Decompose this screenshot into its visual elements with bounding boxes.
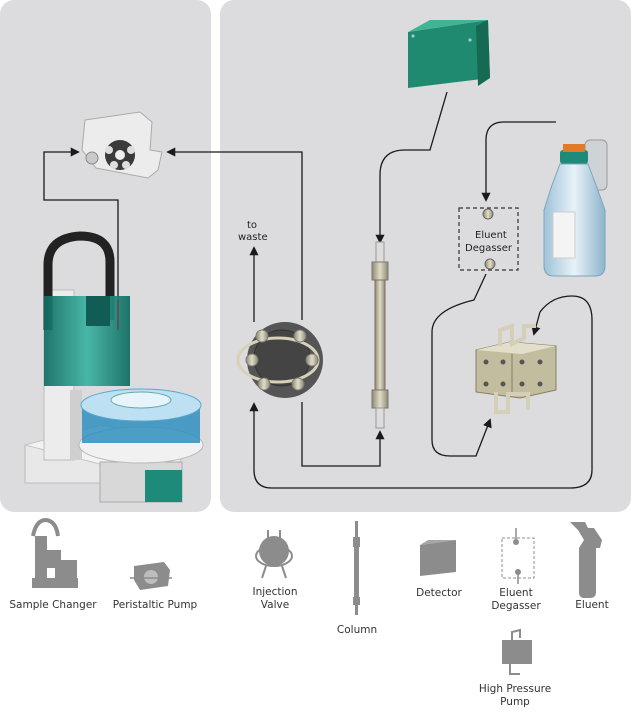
line-valve-to-column (301, 402, 385, 467)
legend-eluent-degasser-label-2: Degasser (491, 600, 541, 612)
peristaltic-pump (81, 111, 163, 179)
legend-injection-valve-label-1: Injection (252, 586, 297, 598)
legend-high-pressure-pump-icon (502, 628, 532, 675)
degasser-label-2: Degasser (465, 243, 513, 254)
detector (408, 20, 490, 88)
legend-detector-label: Detector (416, 587, 462, 599)
eluent-degasser: Eluent Degasser (458, 207, 519, 271)
injection-valve (236, 322, 323, 398)
line-bottle-to-degasser (481, 121, 556, 202)
legend-high-pressure-pump-label-2: Pump (500, 696, 530, 708)
line-sampler-to-pump (43, 147, 119, 300)
column (371, 241, 389, 429)
legend-sample-changer-icon (31, 517, 78, 588)
legend-sample-changer-label: Sample Changer (9, 599, 97, 611)
legend-peristaltic-pump-label: Peristaltic Pump (113, 599, 198, 611)
legend-detector-icon (420, 540, 456, 576)
line-degasser-to-pump (431, 273, 492, 457)
legend-column-label: Column (337, 624, 377, 636)
to-waste-label-2: waste (238, 232, 268, 243)
line-pump-to-valve-return (249, 295, 593, 489)
eluent-bottle (543, 139, 608, 277)
legend-peristaltic-pump-icon (130, 562, 172, 590)
legend-eluent-degasser-label-1: Eluent (499, 587, 532, 599)
line-pump-to-valve (166, 147, 303, 320)
legend-eluent-label: Eluent (575, 599, 608, 611)
legend-column-icon (353, 521, 360, 615)
legend-injection-valve-label-2: Valve (261, 599, 289, 611)
degasser-label-1: Eluent (475, 230, 507, 241)
sample-changer (23, 231, 204, 503)
line-column-to-detector (375, 91, 448, 244)
legend-eluent-icon (570, 522, 602, 598)
legend-eluent-degasser-icon (501, 528, 535, 584)
to-waste-label-1: to (247, 220, 257, 231)
high-pressure-pump (475, 323, 557, 414)
legend (31, 517, 602, 675)
legend-high-pressure-pump-label-1: High Pressure (479, 683, 551, 695)
legend-injection-valve-icon (255, 530, 293, 579)
